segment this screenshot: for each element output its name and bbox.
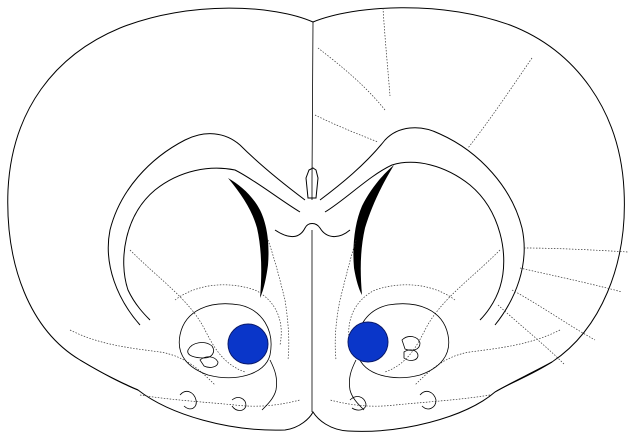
white-matter-left-inner	[124, 168, 300, 320]
left-marker	[228, 324, 268, 364]
lateral-ventricle-left	[228, 178, 269, 298]
subcortical-boundaries	[70, 240, 560, 406]
right-marker	[348, 322, 388, 362]
midline-fissure	[312, 22, 313, 200]
central-commissure	[275, 224, 350, 237]
ventral-structures	[80, 360, 552, 411]
white-matter-right-outer	[320, 128, 524, 325]
lateral-ventricle-right	[353, 165, 394, 295]
white-matter-right-inner	[325, 162, 504, 320]
brain-outer-outline	[8, 8, 625, 432]
white-matter-left-outer	[108, 134, 305, 325]
